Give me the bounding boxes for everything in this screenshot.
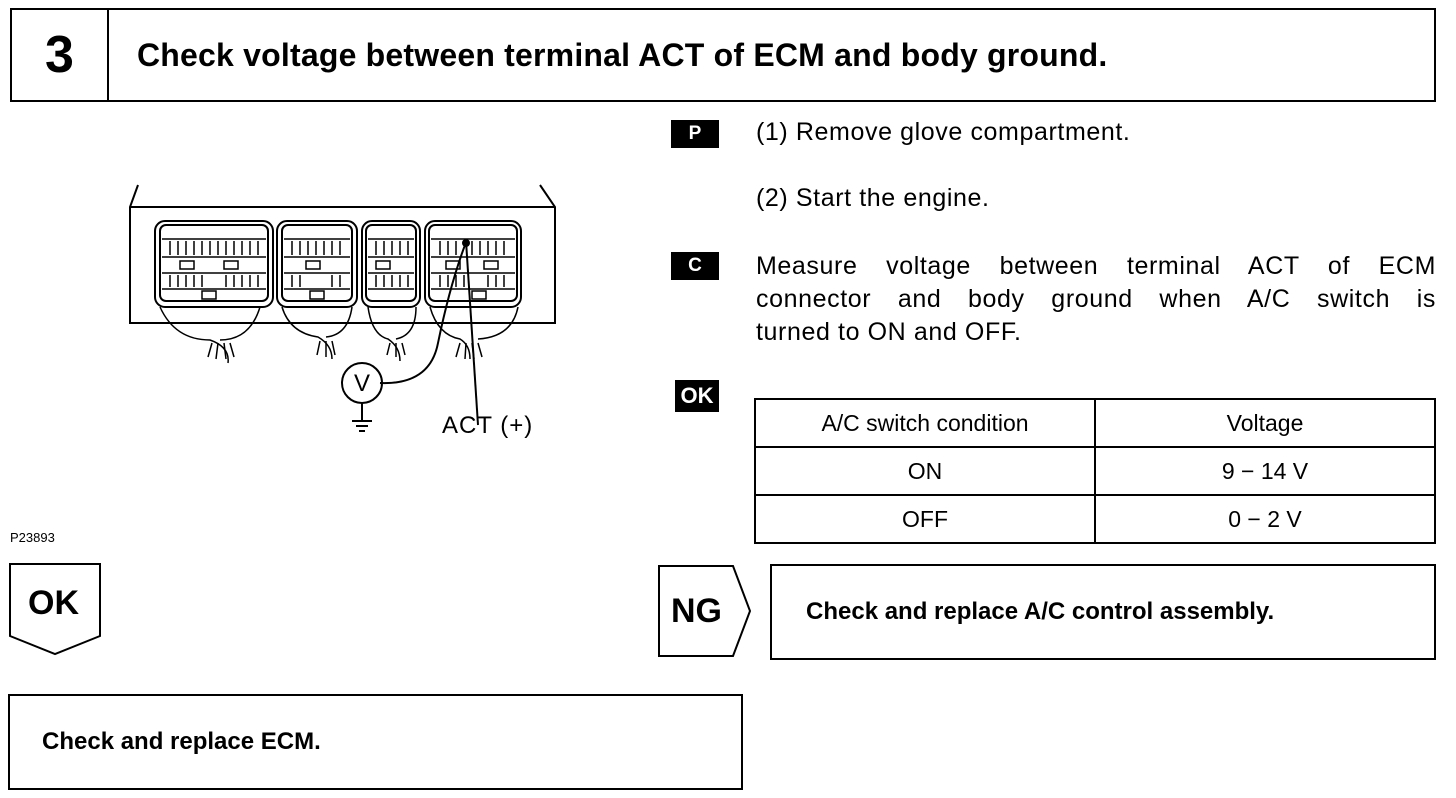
step-measure: Measure voltage between terminal ACT of … <box>756 250 1436 349</box>
ng-branch-label: NG <box>671 592 722 630</box>
step-header: 3 Check voltage between terminal ACT of … <box>10 8 1436 102</box>
cell-condition: OFF <box>754 494 1096 544</box>
measure-line-3: turned to ON and OFF. <box>756 318 1022 346</box>
step-start-engine: (2) Start the engine. <box>756 184 990 212</box>
col-header-condition: A/C switch condition <box>754 398 1096 448</box>
tag-ok: OK <box>675 380 719 412</box>
ecm-connector-diagram: V <box>129 184 556 432</box>
figure-code: P23893 <box>10 530 55 545</box>
table-header-row: A/C switch condition Voltage <box>754 398 1436 448</box>
measure-line-1: Measure voltage between terminal ACT of … <box>756 252 1436 280</box>
ng-arrow-icon <box>658 565 752 657</box>
ng-result-box: Check and replace A/C control assembly. <box>770 564 1436 660</box>
measure-line-2: connector and body ground when A/C switc… <box>756 285 1436 313</box>
ok-result-text: Check and replace ECM. <box>42 728 321 755</box>
step-number: 3 <box>12 10 109 100</box>
tag-p: P <box>671 120 719 148</box>
ok-branch-label: OK <box>28 584 79 622</box>
ok-arrow-icon <box>9 563 101 656</box>
ok-result-box: Check and replace ECM. <box>8 694 743 790</box>
voltmeter-symbol: V <box>354 370 370 397</box>
table-row: ON 9 − 14 V <box>754 446 1436 496</box>
step-remove-glove: (1) Remove glove compartment. <box>756 118 1131 146</box>
cell-voltage: 0 − 2 V <box>1094 494 1436 544</box>
probe-label: ACT (+) <box>442 412 534 439</box>
step-title: Check voltage between terminal ACT of EC… <box>137 36 1108 73</box>
voltage-table: A/C switch condition Voltage ON 9 − 14 V… <box>754 398 1436 544</box>
cell-voltage: 9 − 14 V <box>1094 446 1436 496</box>
cell-condition: ON <box>754 446 1096 496</box>
table-row: OFF 0 − 2 V <box>754 494 1436 544</box>
ng-result-text: Check and replace A/C control assembly. <box>806 598 1275 625</box>
col-header-voltage: Voltage <box>1094 398 1436 448</box>
tag-c: C <box>671 252 719 280</box>
